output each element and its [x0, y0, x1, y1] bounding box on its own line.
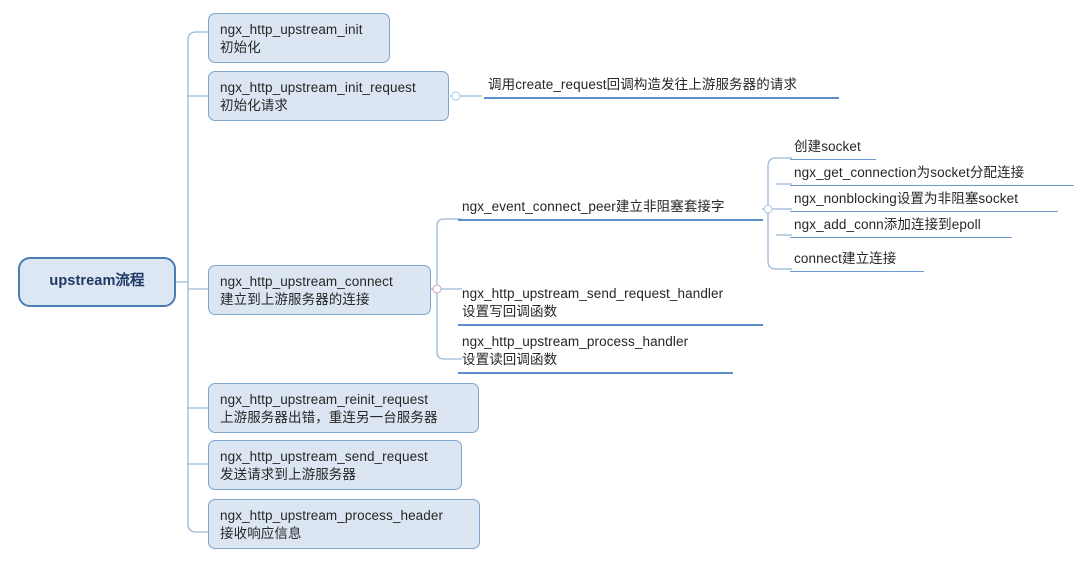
node-upstream-send-request[interactable]: ngx_http_upstream_send_request 发送请求到上游服务…	[208, 440, 462, 490]
node-title: ngx_nonblocking设置为非阻塞socket	[794, 191, 1019, 206]
node-title: ngx_http_upstream_init_request	[220, 80, 416, 95]
node-title: ngx_http_upstream_send_request_handler	[462, 286, 724, 301]
node-upstream-init[interactable]: ngx_http_upstream_init 初始化	[208, 13, 390, 63]
node-subtitle: 初始化请求	[220, 97, 288, 113]
junction-dot-connect-peer	[763, 204, 773, 214]
node-get-connection[interactable]: ngx_get_connection为socket分配连接	[790, 164, 1074, 186]
node-add-conn[interactable]: ngx_add_conn添加连接到epoll	[790, 216, 1012, 238]
node-title: 调用create_request回调构造发往上游服务器的请求	[488, 77, 798, 92]
node-upstream-reinit-request[interactable]: ngx_http_upstream_reinit_request 上游服务器出错…	[208, 383, 479, 433]
node-upstream-process-header[interactable]: ngx_http_upstream_process_header 接收响应信息	[208, 499, 480, 549]
node-title: ngx_http_upstream_init	[220, 22, 363, 37]
node-title: ngx_add_conn添加连接到epoll	[794, 217, 981, 232]
node-send-request-handler[interactable]: ngx_http_upstream_send_request_handler 设…	[458, 285, 763, 326]
root-node[interactable]: upstream流程	[18, 257, 176, 307]
node-title: ngx_http_upstream_send_request	[220, 449, 428, 464]
node-nonblocking[interactable]: ngx_nonblocking设置为非阻塞socket	[790, 190, 1058, 212]
node-upstream-connect[interactable]: ngx_http_upstream_connect 建立到上游服务器的连接	[208, 265, 431, 315]
node-title: ngx_http_upstream_reinit_request	[220, 392, 429, 407]
node-subtitle: 设置写回调函数	[462, 303, 558, 319]
root-label: upstream流程	[49, 273, 145, 290]
node-subtitle: 建立到上游服务器的连接	[220, 291, 370, 307]
node-subtitle: 接收响应信息	[220, 525, 302, 541]
junction-dot-connect	[432, 284, 442, 294]
node-create-request-callback[interactable]: 调用create_request回调构造发往上游服务器的请求	[484, 76, 839, 99]
node-title: ngx_http_upstream_process_header	[220, 508, 444, 523]
node-title: connect建立连接	[794, 251, 897, 266]
node-subtitle: 初始化	[220, 39, 261, 55]
node-connect-call[interactable]: connect建立连接	[790, 250, 924, 272]
node-title: ngx_get_connection为socket分配连接	[794, 165, 1025, 180]
node-title: ngx_http_upstream_process_handler	[462, 334, 689, 349]
node-process-handler[interactable]: ngx_http_upstream_process_handler 设置读回调函…	[458, 333, 733, 374]
node-upstream-init-request[interactable]: ngx_http_upstream_init_request 初始化请求	[208, 71, 449, 121]
node-subtitle: 设置读回调函数	[462, 351, 558, 367]
node-subtitle: 上游服务器出错，重连另一台服务器	[220, 409, 438, 425]
node-event-connect-peer[interactable]: ngx_event_connect_peer建立非阻塞套接字	[458, 198, 763, 221]
node-title: ngx_event_connect_peer建立非阻塞套接字	[462, 199, 725, 214]
node-title: ngx_http_upstream_connect	[220, 274, 393, 289]
node-create-socket[interactable]: 创建socket	[790, 138, 876, 160]
junction-dot-init-request	[451, 91, 461, 101]
node-subtitle: 发送请求到上游服务器	[220, 466, 356, 482]
node-title: 创建socket	[794, 139, 861, 154]
